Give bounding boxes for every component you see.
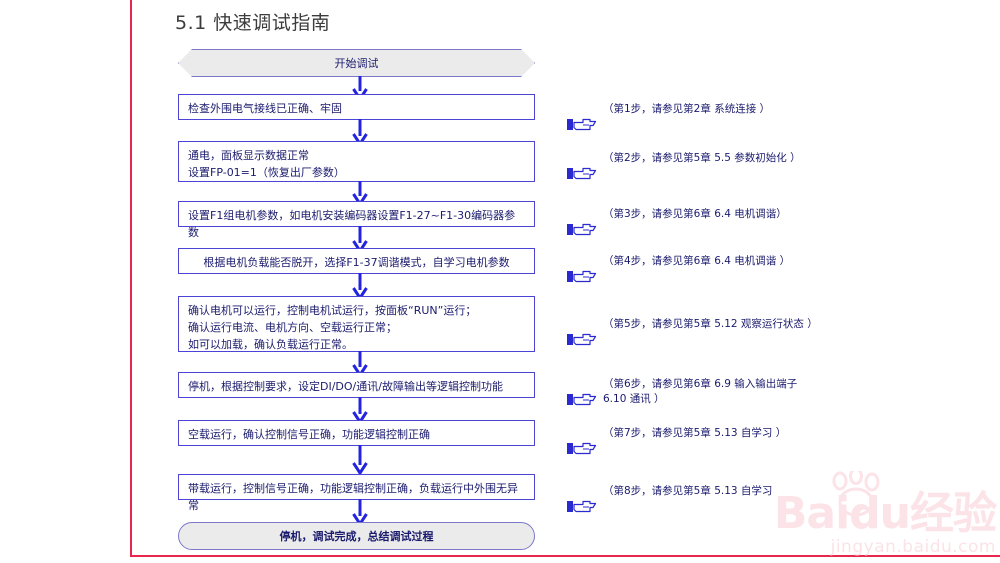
flow-step-6[interactable]: 停机，根据控制要求，设定DI/DO/通讯/故障输出等逻辑控制功能 — [178, 372, 535, 398]
note-text: （第6步，请参见第6章 6.9 输入输出端子 6.10 通讯 ） — [603, 378, 798, 405]
page-title: 5.1 快速调试指南 — [175, 12, 331, 34]
note-step-5[interactable]: （第5步，请参见第5章 5.12 观察运行状态 ） — [567, 316, 818, 352]
note-step-3[interactable]: （第3步，请参见第6章 6.4 电机调谐） — [567, 206, 787, 242]
pointing-hand-icon — [567, 151, 597, 186]
flow-step-2[interactable]: 通电，面板显示数据正常 设置FP-01=1（恢复出厂参数） — [178, 141, 535, 182]
pointing-hand-icon — [567, 484, 597, 519]
pointing-hand-icon — [567, 317, 597, 352]
flow-step-4[interactable]: 根据电机负载能否脱开，选择F1-37调谐模式，自学习电机参数 — [178, 248, 535, 274]
note-text: （第1步，请参见第2章 系统连接 ） — [603, 103, 771, 115]
flow-end-node[interactable]: 停机，调试完成，总结调试过程 — [178, 522, 535, 550]
pointing-hand-icon — [567, 207, 597, 242]
pointing-hand-icon — [567, 426, 597, 461]
flow-step-7[interactable]: 空载运行，确认控制信号正确，功能逻辑控制正确 — [178, 420, 535, 446]
note-step-7[interactable]: （第7步，请参见第5章 5.13 自学习 ） — [567, 425, 786, 461]
note-text: （第5步，请参见第5章 5.12 观察运行状态 ） — [603, 318, 818, 330]
note-text: （第4步，请参见第6章 6.4 电机调谐 ） — [603, 255, 791, 267]
pointing-hand-icon — [567, 254, 597, 289]
note-step-1[interactable]: （第1步，请参见第2章 系统连接 ） — [567, 101, 770, 137]
note-step-8[interactable]: （第8步，请参见第5章 5.13 自学习 — [567, 483, 772, 519]
flow-step-3[interactable]: 设置F1组电机参数，如电机安装编码器设置F1-27~F1-30编码器参数 — [178, 201, 535, 239]
note-step-4[interactable]: （第4步，请参见第6章 6.4 电机调谐 ） — [567, 253, 790, 289]
flow-step-5[interactable]: 确认电机可以运行，控制电机试运行，按面板“RUN”运行； 确认运行电流、电机方向… — [178, 296, 535, 352]
flow-end-label: 停机，调试完成，总结调试过程 — [279, 530, 434, 543]
arrow-7-to-8 — [352, 445, 368, 474]
flow-start-label: 开始调试 — [334, 57, 379, 70]
note-step-6[interactable]: （第6步，请参见第6章 6.9 输入输出端子 6.10 通讯 ） — [567, 376, 797, 412]
note-text: （第8步，请参见第5章 5.13 自学习 — [603, 485, 773, 497]
flow-step-8[interactable]: 带载运行，控制信号正确，功能逻辑控制正确，负载运行中外围无异常 — [178, 474, 535, 512]
flow-step-1[interactable]: 检查外围电气接线已正确、牢固 — [178, 94, 535, 120]
pointing-hand-icon — [567, 377, 597, 412]
note-text: （第2步，请参见第5章 5.5 参数初始化 ） — [603, 152, 801, 164]
flow-start-node[interactable]: 开始调试 — [178, 49, 535, 77]
note-text: （第7步，请参见第5章 5.13 自学习 ） — [603, 427, 787, 439]
note-step-2[interactable]: （第2步，请参见第5章 5.5 参数初始化 ） — [567, 150, 801, 186]
page-frame-border — [130, 0, 1000, 557]
pointing-hand-icon — [567, 102, 597, 137]
note-text: （第3步，请参见第6章 6.4 电机调谐） — [603, 208, 787, 220]
